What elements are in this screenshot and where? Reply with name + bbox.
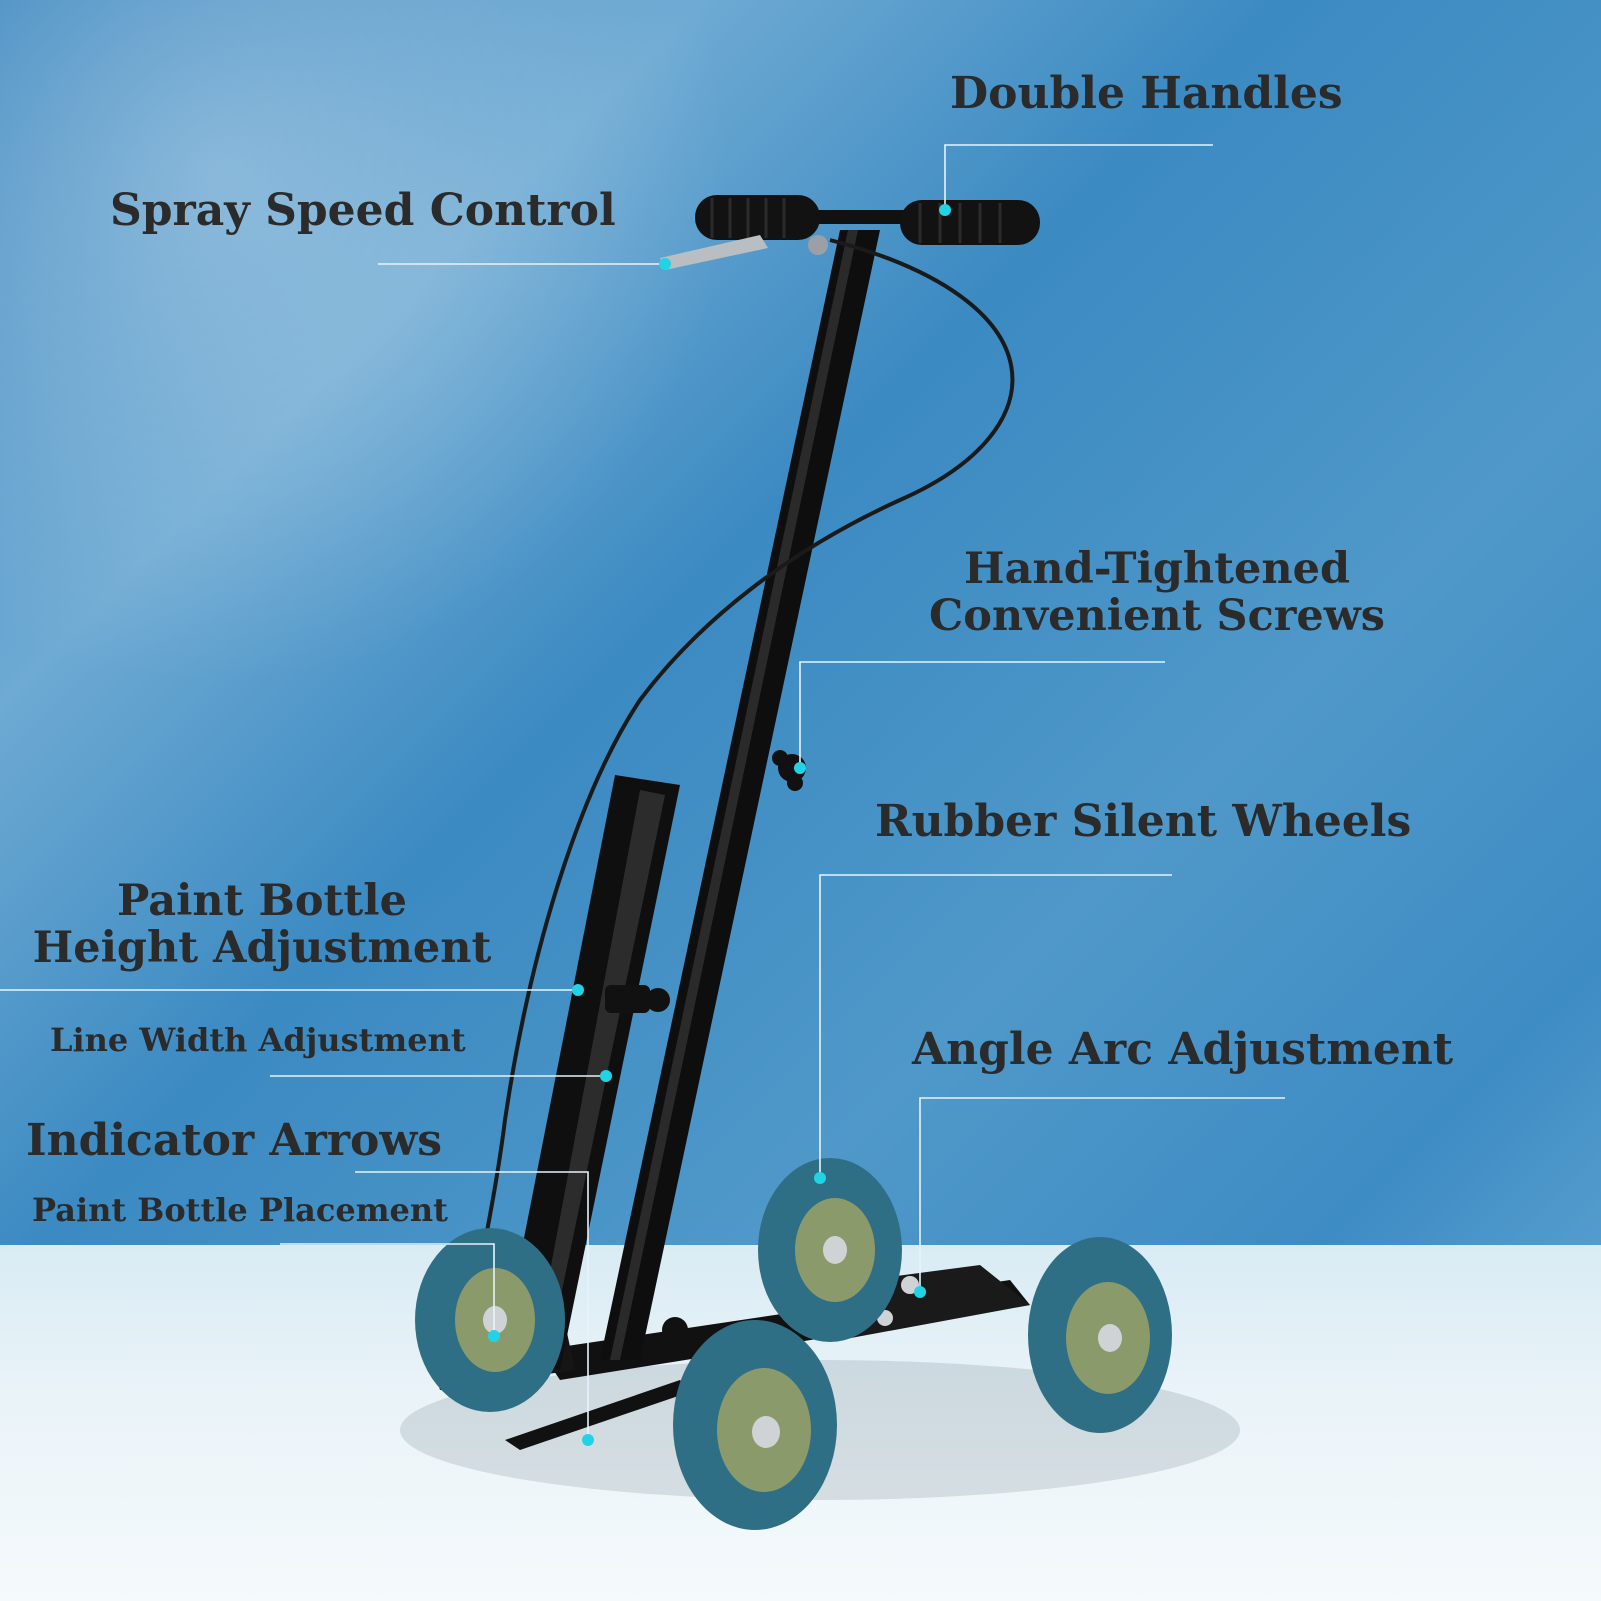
wheel-front-left [673, 1320, 837, 1530]
label-paint-bottle-line2: Height Adjustment [32, 923, 492, 973]
main-pole [600, 230, 880, 1360]
dot-hand-tightened [794, 762, 806, 774]
handle-bar [695, 195, 1040, 245]
label-spray-speed-control: Spray Speed Control [110, 185, 616, 236]
dot-spray-speed [659, 258, 671, 270]
leader-hand-tightened [799, 661, 1165, 768]
leader-indicator-arrows [355, 1171, 589, 1440]
leader-angle-arc [919, 1097, 1285, 1292]
dot-rubber-wheels [814, 1172, 826, 1184]
label-rubber-silent-wheels: Rubber Silent Wheels [875, 796, 1412, 847]
label-hand-tightened-line1: Hand-Tightened [963, 544, 1351, 594]
leader-rubber-wheels [819, 874, 1172, 1178]
wheel-rear-right [758, 1158, 902, 1342]
dot-double-handles [939, 204, 951, 216]
base-knob [662, 1317, 688, 1343]
dot-angle-arc [914, 1286, 926, 1298]
dot-paint-bottle-height [572, 984, 584, 996]
label-paint-bottle-height: Paint Bottle Height Adjustment [22, 880, 502, 970]
wheel-front-right [1028, 1237, 1172, 1433]
spray-lever [660, 235, 828, 270]
dot-line-width [600, 1070, 612, 1082]
wheel-rear-left [415, 1228, 565, 1412]
control-cable [468, 238, 1015, 1331]
tightening-knob [772, 750, 806, 791]
dot-paint-bottle-placement [488, 1330, 500, 1342]
label-paint-bottle-line1: Paint Bottle [117, 876, 407, 926]
label-hand-tightened-screws: Hand-Tightened Convenient Screws [912, 548, 1402, 638]
dot-indicator-arrows [582, 1434, 594, 1446]
leader-double-handles [944, 144, 1213, 210]
leader-paint-bottle-placement [280, 1243, 495, 1336]
label-paint-bottle-placement: Paint Bottle Placement [32, 1191, 448, 1229]
label-angle-arc-adjustment: Angle Arc Adjustment [912, 1024, 1454, 1075]
label-indicator-arrows: Indicator Arrows [26, 1115, 443, 1166]
label-hand-tightened-line2: Convenient Screws [928, 591, 1386, 641]
label-line-width-adjustment: Line Width Adjustment [50, 1021, 466, 1059]
indicator-arrow-plate [505, 1380, 690, 1450]
label-double-handles: Double Handles [950, 68, 1343, 119]
